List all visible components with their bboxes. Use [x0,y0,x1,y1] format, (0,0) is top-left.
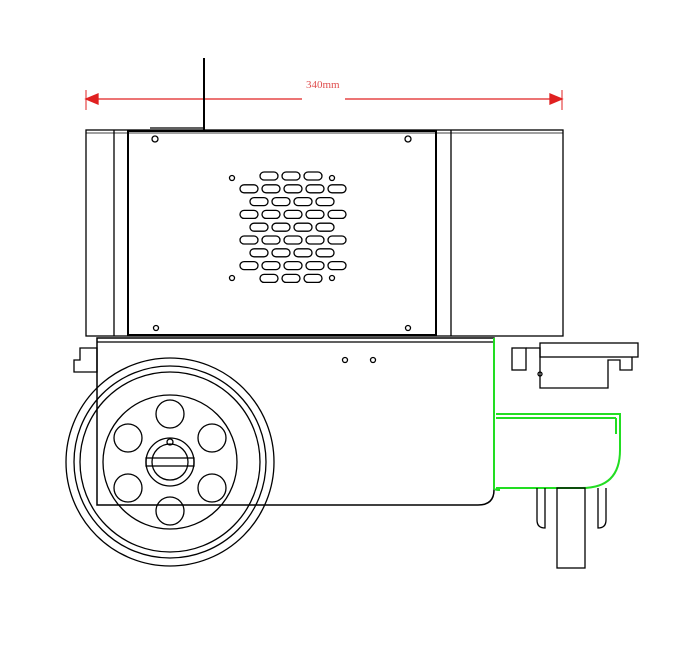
drive-wheel [65,357,275,567]
vent-slot [271,222,291,232]
vent-screw [328,274,336,282]
vent-slot [305,209,325,220]
vent-slot [303,171,323,181]
front-sensor-bracket [511,342,639,389]
speaker-vent [228,171,347,284]
vent-slot [327,260,347,271]
vent-slot [303,273,323,284]
vent-slot [283,260,303,271]
vent-slot [239,235,259,245]
vent-slot [259,171,279,181]
vent-slot [283,235,303,245]
lower-chassis [73,337,495,506]
vent-screw [328,174,336,182]
vent-screw [228,174,236,182]
vent-slot [249,196,269,207]
vent-slot [315,248,335,258]
vent-slot [261,184,281,194]
vent-slot [327,209,347,220]
width-dimension [84,90,564,110]
vent-slot [283,209,303,220]
vent-slot [305,184,325,194]
vent-slot [293,248,313,258]
vent-slot [281,273,301,284]
caster-wheel [536,487,607,569]
vent-slot [293,196,313,207]
vent-slot [271,196,291,207]
vent-slot [327,184,347,194]
vent-slot [315,196,335,207]
width-dimension-label: 340mm [306,79,340,91]
vent-slot [261,260,281,271]
vent-screw [228,274,236,282]
vent-slot [249,248,269,258]
vent-slot [283,184,303,194]
upper-housing [85,129,564,337]
front-bumper [493,338,621,491]
vent-slot [293,222,313,232]
vent-slot [305,260,325,271]
vent-slot [261,209,281,220]
vent-slot [259,273,279,284]
vent-slot [239,184,259,194]
vent-slot [239,260,259,271]
vent-slot [261,235,281,245]
vent-slot [271,248,291,258]
vent-slot [305,235,325,245]
vent-slot [249,222,269,232]
vent-slot [281,171,301,181]
vent-slot [239,209,259,220]
vent-slot [327,235,347,245]
vent-slot [315,222,335,232]
